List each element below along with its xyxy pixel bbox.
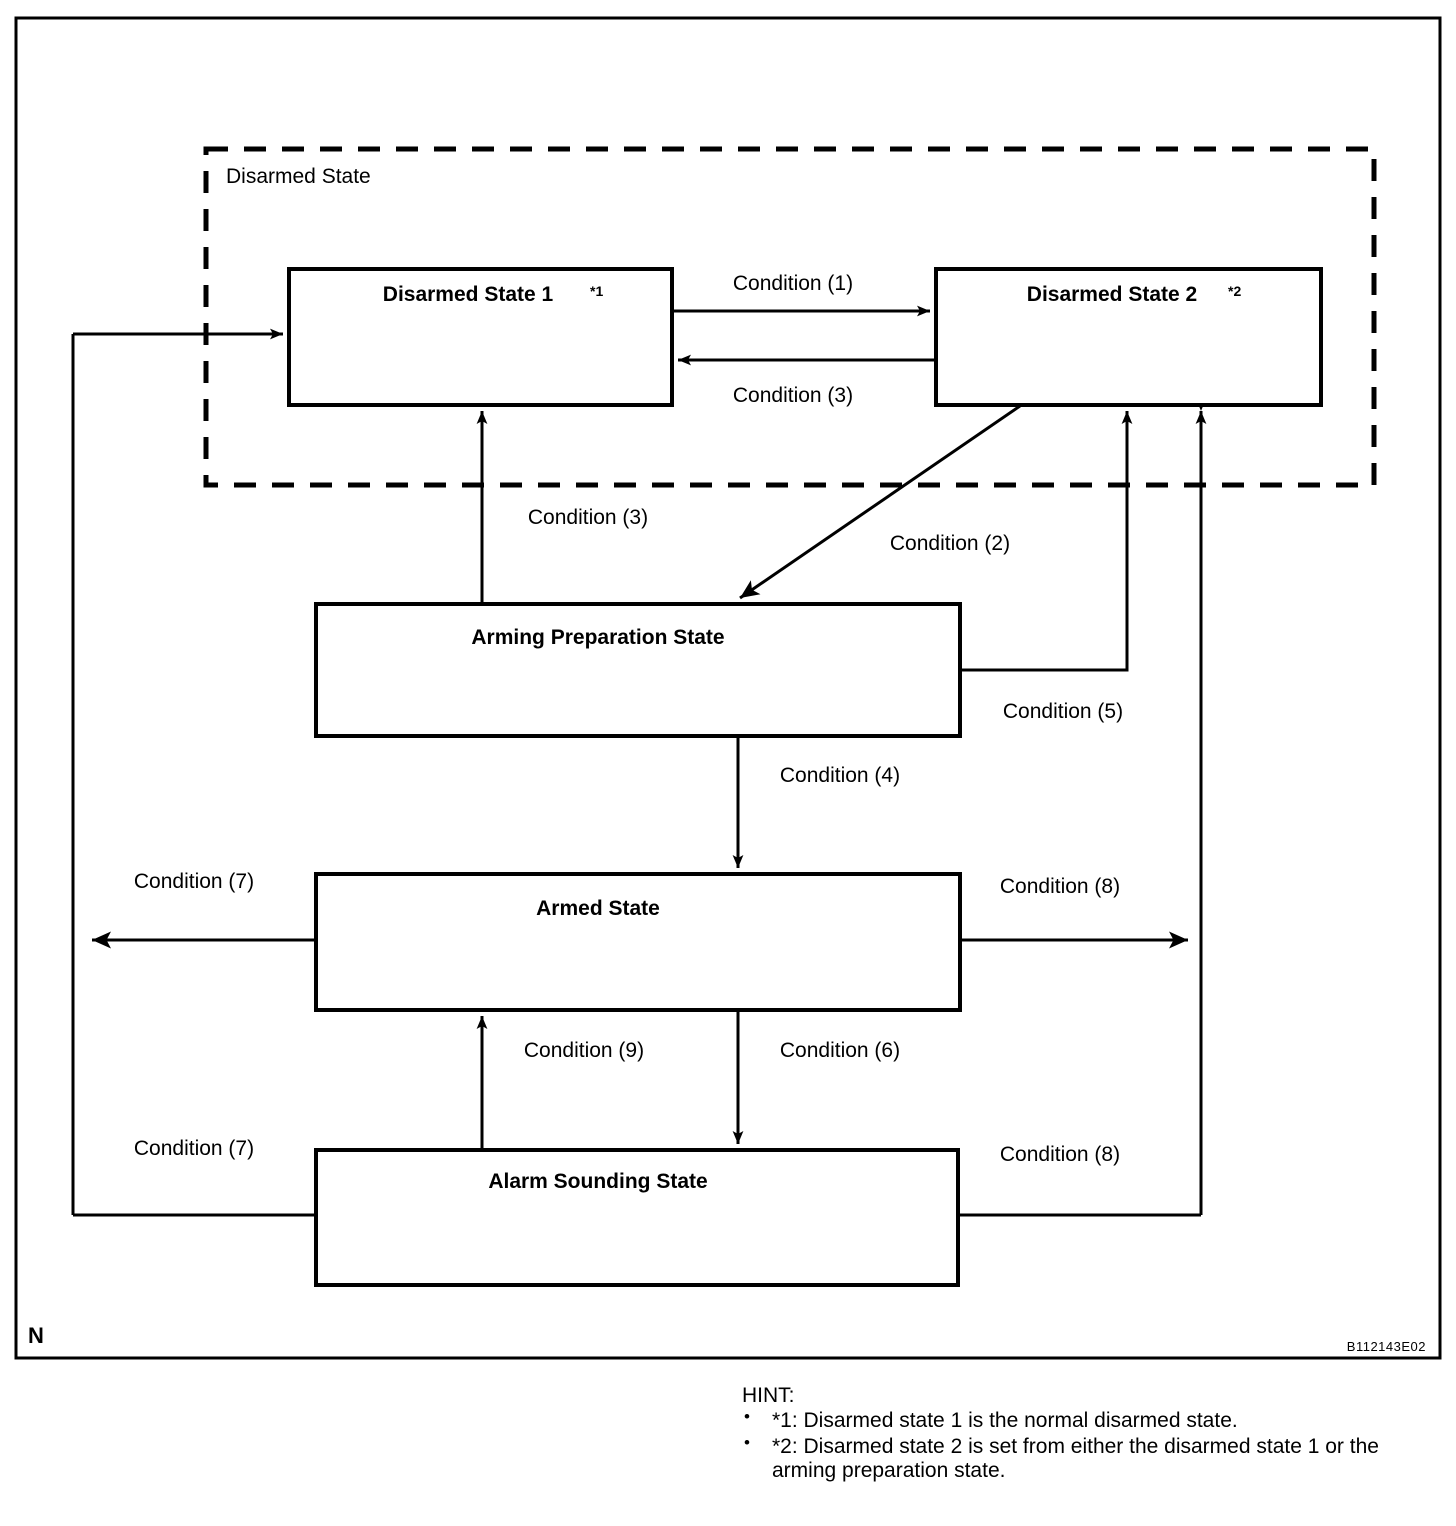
- hint-item-1-text: *1: Disarmed state 1 is the normal disar…: [772, 1409, 1238, 1433]
- state-label-disarmed-state-2: Disarmed State 2: [1027, 283, 1197, 306]
- figure-code: B112143E02: [1347, 1339, 1426, 1354]
- condition-label-9: Condition (9): [524, 1039, 644, 1062]
- state-box-arming-preparation-state: [314, 602, 962, 738]
- condition-label-6: Condition (6): [780, 1039, 900, 1062]
- hint-block: HINT: • *1: Disarmed state 1 is the norm…: [742, 1384, 1432, 1483]
- state-box-alarm-sounding-state: [314, 1148, 960, 1287]
- state-label-disarmed-state-1: Disarmed State 1: [383, 283, 554, 306]
- condition-label-5: Condition (5): [1003, 700, 1123, 723]
- disarmed-state-group-border: [203, 146, 1377, 488]
- condition-label-4: Condition (4): [780, 764, 900, 787]
- connector-condition-5: [960, 411, 1133, 672]
- condition-label-3-top: Condition (3): [733, 384, 853, 407]
- state-label-arming-preparation-state: Arming Preparation State: [471, 626, 724, 649]
- hint-item-2: • *2: Disarmed state 2 is set from eithe…: [742, 1432, 1432, 1484]
- condition-label-7-alarm: Condition (7): [134, 1137, 254, 1160]
- bullet-icon: •: [744, 1407, 750, 1427]
- state-label-alarm-sounding-state: Alarm Sounding State: [488, 1170, 707, 1193]
- condition-label-8-alarm: Condition (8): [1000, 1143, 1120, 1166]
- connector-condition-2: [739, 404, 1021, 600]
- bullet-icon: •: [744, 1432, 750, 1452]
- hint-item-2-text: *2: Disarmed state 2 is set from either …: [772, 1434, 1379, 1483]
- state-box-disarmed-state-2: [934, 267, 1323, 407]
- corner-mark: N: [28, 1323, 44, 1348]
- condition-label-3-left: Condition (3): [528, 506, 648, 529]
- group-label-disarmed-state: Disarmed State: [226, 165, 371, 188]
- condition-label-8-armed: Condition (8): [1000, 875, 1120, 898]
- condition-label-7-armed: Condition (7): [134, 870, 254, 893]
- condition-label-1: Condition (1): [733, 272, 853, 295]
- state-note-disarmed-state-2: *2: [1228, 283, 1241, 299]
- hint-title: HINT:: [742, 1384, 795, 1407]
- hint-item-1: • *1: Disarmed state 1 is the normal dis…: [742, 1407, 1432, 1433]
- state-box-disarmed-state-1: [287, 267, 674, 407]
- state-box-armed-state: [314, 872, 962, 1012]
- state-label-armed-state: Armed State: [536, 897, 660, 920]
- figure-frame: [14, 16, 1442, 1360]
- condition-label-2: Condition (2): [890, 532, 1010, 555]
- state-note-disarmed-state-1: *1: [590, 283, 603, 299]
